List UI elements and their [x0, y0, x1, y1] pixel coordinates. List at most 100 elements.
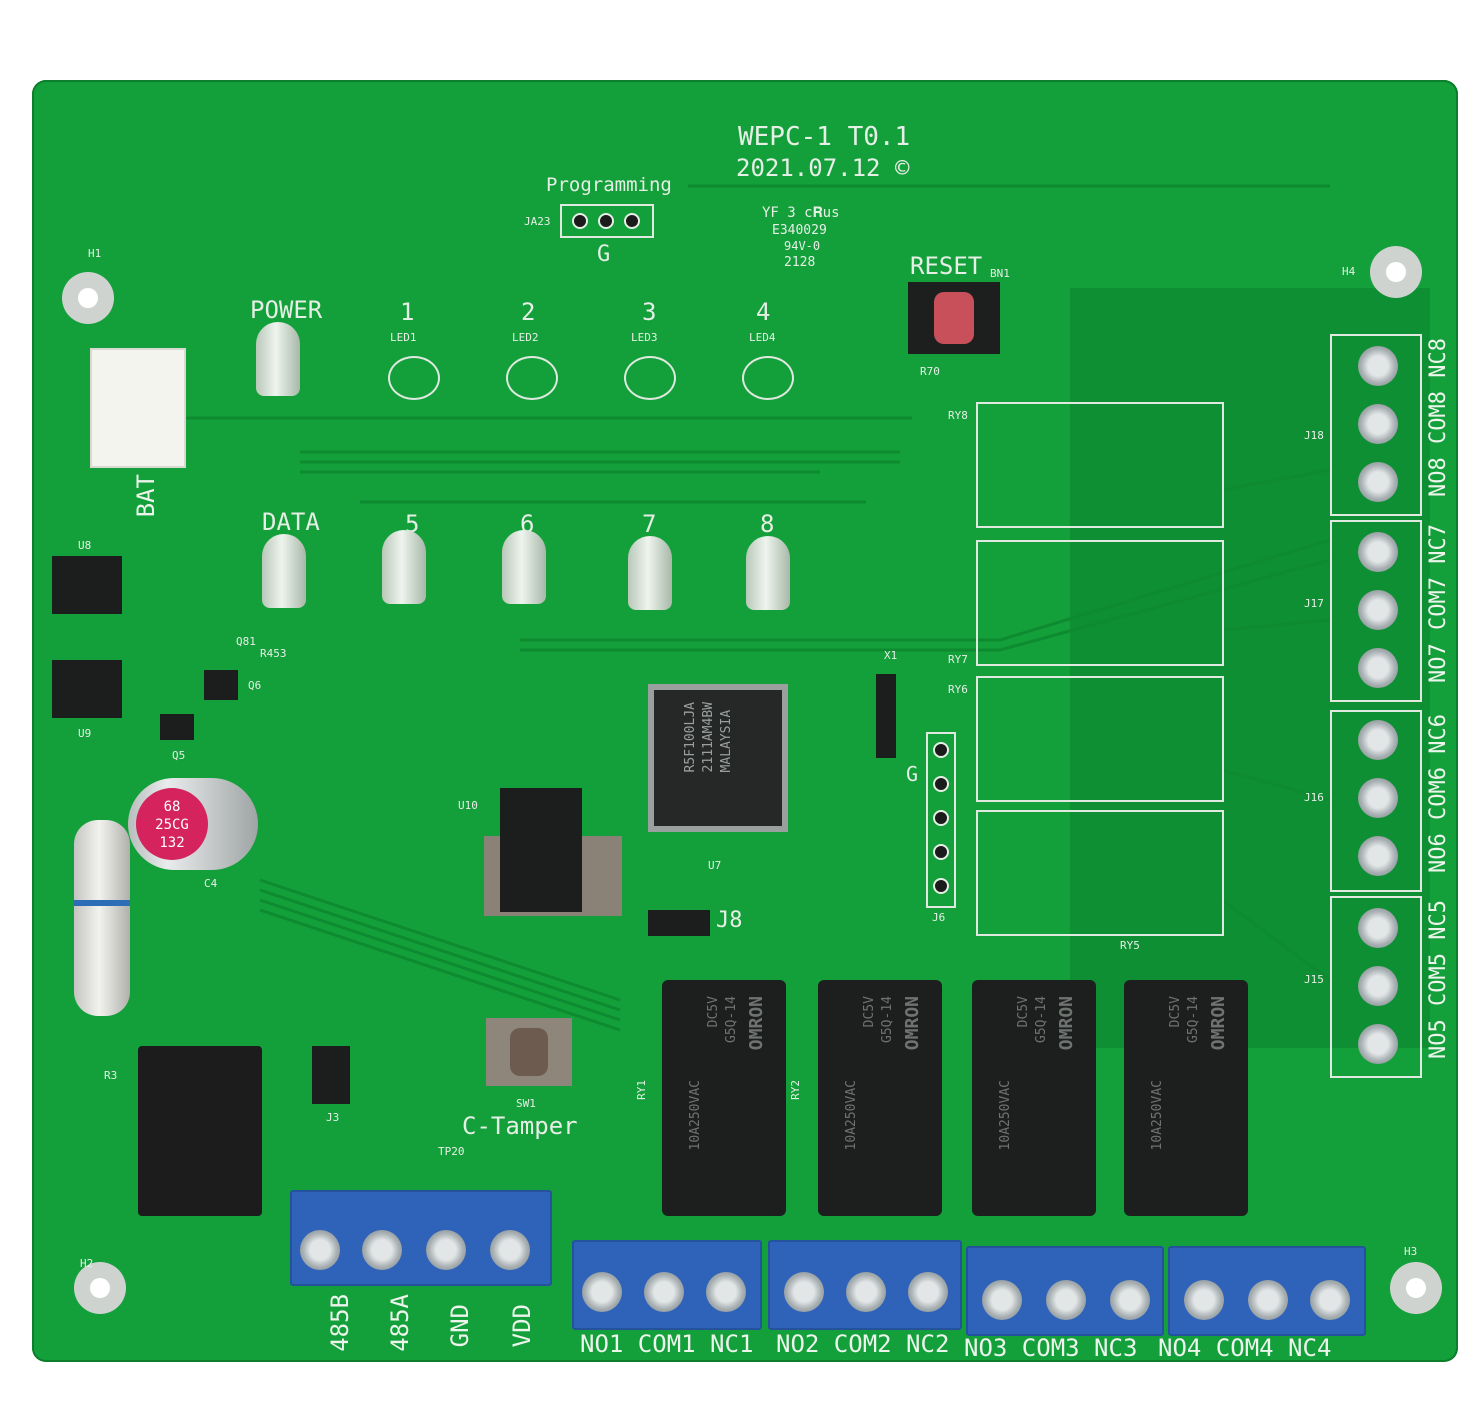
screw-com8[interactable]: [1358, 404, 1398, 444]
power-resistor: [74, 820, 130, 1016]
u9-label: U9: [78, 727, 92, 740]
screw-vdd[interactable]: [490, 1230, 530, 1270]
h3-label: H3: [1404, 1245, 1418, 1258]
screw-com3[interactable]: [1046, 1280, 1086, 1320]
led7: [628, 536, 672, 610]
screw-nc8[interactable]: [1358, 346, 1398, 386]
relay-ry6-outline: [976, 676, 1224, 802]
label-485a: 485A: [386, 1294, 414, 1352]
screw-no4[interactable]: [1184, 1280, 1224, 1320]
ry8-label: RY8: [948, 409, 968, 422]
j16-label: J16: [1304, 791, 1324, 804]
mounting-hole-h2: [74, 1262, 126, 1314]
ry2-label: RY2: [789, 1080, 802, 1100]
cap-text-3: 132: [159, 835, 185, 851]
relay-1-brand: OMRON: [746, 996, 767, 1051]
screw-no6[interactable]: [1358, 836, 1398, 876]
screw-com2[interactable]: [846, 1272, 886, 1312]
screw-gnd[interactable]: [426, 1230, 466, 1270]
relay-4-brand: OMRON: [1208, 996, 1229, 1051]
screw-nc1[interactable]: [706, 1272, 746, 1312]
screw-nc2[interactable]: [908, 1272, 948, 1312]
screw-no5[interactable]: [1358, 1024, 1398, 1064]
screw-485b[interactable]: [300, 1230, 340, 1270]
mounting-hole-h4: [1370, 246, 1422, 298]
q81-label: Q81: [236, 635, 256, 648]
led6: [502, 530, 546, 604]
r453-label: R453: [260, 647, 287, 660]
capacitor-marking: 68 25CG 132: [136, 788, 208, 860]
screw-nc3[interactable]: [1110, 1280, 1150, 1320]
screw-485a[interactable]: [362, 1230, 402, 1270]
relay-ry8-outline: [976, 402, 1224, 528]
screw-com4[interactable]: [1248, 1280, 1288, 1320]
reset-button[interactable]: [908, 282, 1000, 354]
screw-nc7[interactable]: [1358, 532, 1398, 572]
u7-label: U7: [708, 859, 722, 872]
led1-ref: LED1: [390, 331, 417, 344]
header-ref: JA23: [524, 215, 551, 228]
label-relay-group-1: NO1 COM1 NC1: [580, 1330, 754, 1358]
tamper-label: C-Tamper: [462, 1112, 578, 1140]
relay-2-voltage: DC5V: [862, 996, 877, 1028]
screw-com6[interactable]: [1358, 778, 1398, 818]
relay-2: OMRON G5Q-14 DC5V 10A250VAC: [818, 980, 942, 1216]
battery-connector: [90, 348, 186, 468]
x1-label: X1: [884, 649, 898, 662]
u8-chip: [52, 556, 122, 614]
jumper-j8[interactable]: [648, 910, 710, 936]
j3-label: J3: [326, 1111, 340, 1124]
tamper-switch-cap[interactable]: [510, 1028, 548, 1076]
label-485b: 485B: [326, 1294, 354, 1352]
screw-com7[interactable]: [1358, 590, 1398, 630]
u10-label: U10: [458, 799, 478, 812]
screw-no8[interactable]: [1358, 462, 1398, 502]
r3-label: R3: [104, 1069, 118, 1082]
terminal-j17: [1330, 520, 1422, 702]
u8-label: U8: [78, 539, 92, 552]
regulator-body: [500, 788, 582, 912]
screw-nc6[interactable]: [1358, 720, 1398, 760]
led8-number: 8: [760, 510, 775, 538]
tamper-switch[interactable]: [486, 1018, 572, 1086]
side-terminal-label-7: NO7 COM7 NC7: [1426, 524, 1451, 683]
screw-com1[interactable]: [644, 1272, 684, 1312]
relay-2-model: G5Q-14: [880, 996, 895, 1043]
screw-no2[interactable]: [784, 1272, 824, 1312]
terminal-j15: [1330, 896, 1422, 1078]
screw-com5[interactable]: [1358, 966, 1398, 1006]
relay-3-voltage: DC5V: [1016, 996, 1031, 1028]
label-relay-group-3: NO3 COM3 NC3: [964, 1334, 1138, 1362]
screw-nc5[interactable]: [1358, 908, 1398, 948]
ry7-label: RY7: [948, 653, 968, 666]
screw-no7[interactable]: [1358, 648, 1398, 688]
reset-button-cap[interactable]: [934, 292, 974, 344]
date-code: 2128: [784, 255, 816, 270]
header-j6: [926, 732, 956, 908]
led4-ref: LED4: [749, 331, 776, 344]
g-label-2: G: [906, 762, 919, 786]
screw-no1[interactable]: [582, 1272, 622, 1312]
jumper-j3[interactable]: [312, 1046, 350, 1104]
resistor-band: [74, 900, 130, 906]
led4-number: 4: [756, 298, 771, 326]
relay-1-rating: 10A250VAC: [688, 1080, 703, 1151]
relay-ry5-outline: [976, 810, 1224, 936]
ry6-label: RY6: [948, 683, 968, 696]
ul-mark: YF 3 c𝐑us: [762, 205, 840, 221]
terminal-j16: [1330, 710, 1422, 892]
screw-no3[interactable]: [982, 1280, 1022, 1320]
relay-3-brand: OMRON: [1056, 996, 1077, 1051]
bat-label: BAT: [132, 474, 160, 518]
mcu-chip: R5F100LJA 2111AM4BW MALAYSIA: [654, 690, 782, 826]
screw-nc4[interactable]: [1310, 1280, 1350, 1320]
board-date: 2021.07.12 ©: [736, 154, 910, 182]
j18-label: J18: [1304, 429, 1324, 442]
led1-number: 1: [400, 298, 415, 326]
led8: [746, 536, 790, 610]
label-gnd: GND: [446, 1304, 474, 1348]
q5-label: Q5: [172, 749, 186, 762]
mounting-hole-h1: [62, 272, 114, 324]
reset-label: RESET: [910, 252, 983, 280]
led5: [382, 530, 426, 604]
